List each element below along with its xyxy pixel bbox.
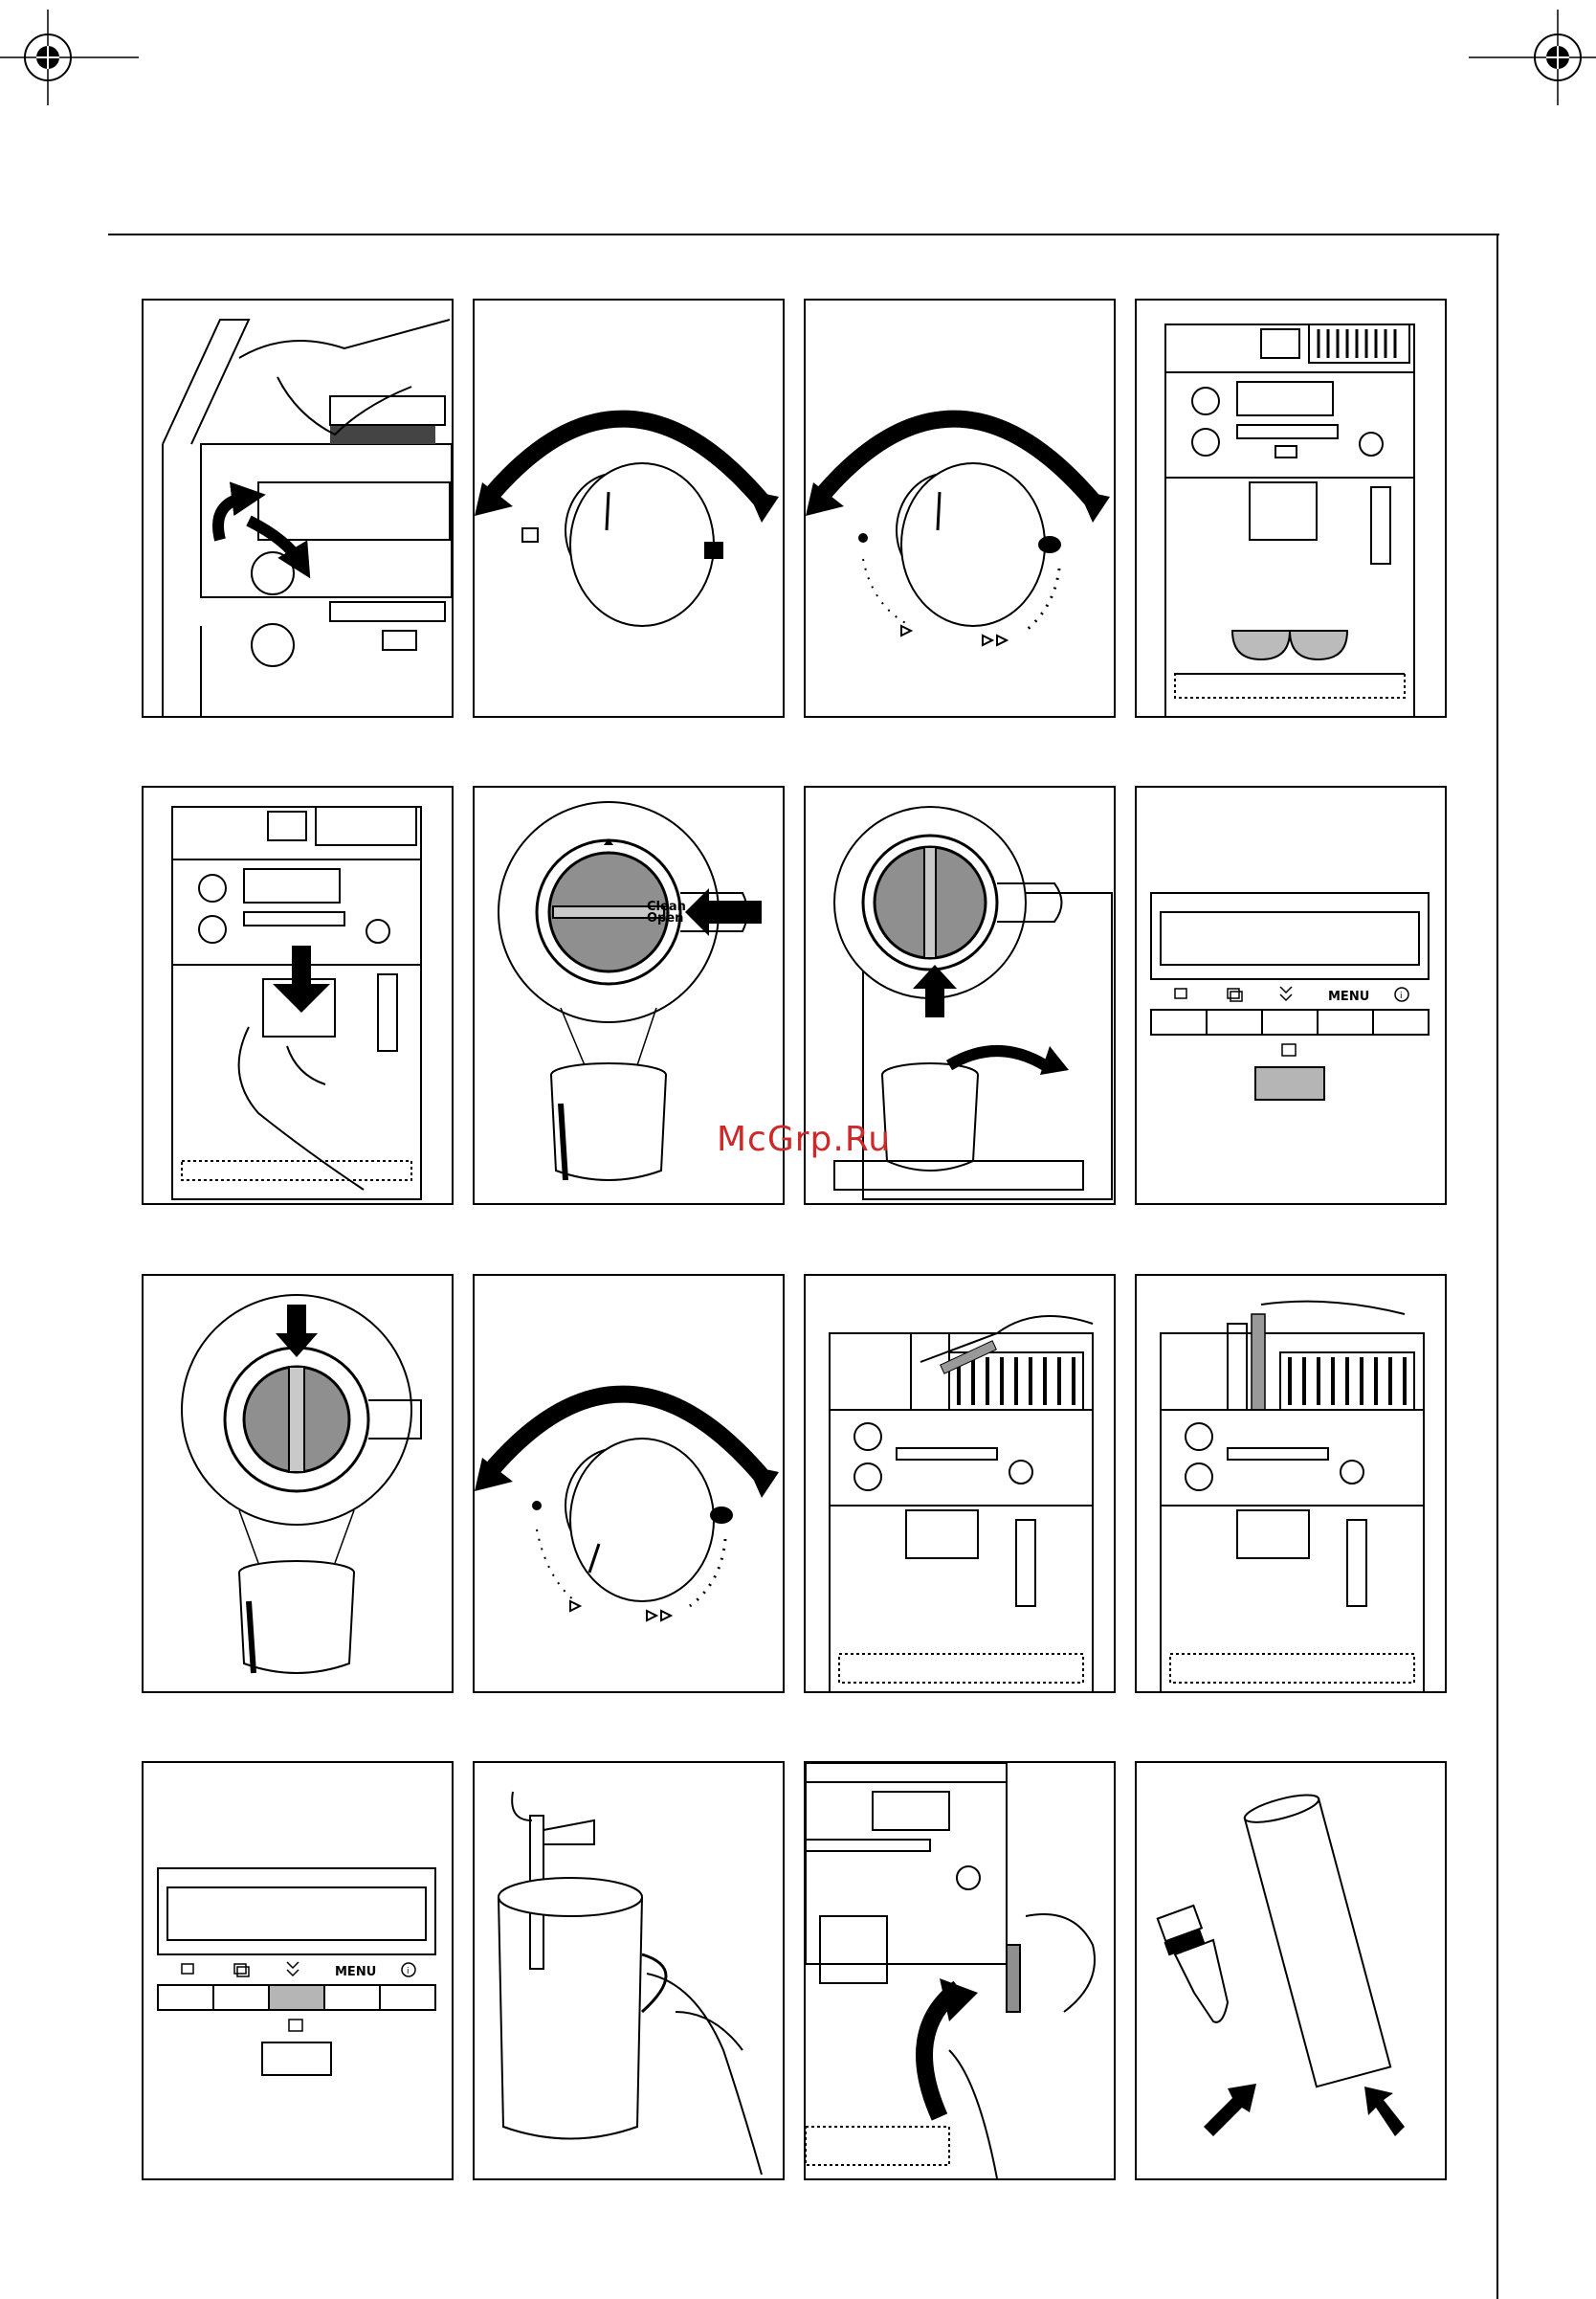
- registration-mark-left: [0, 10, 144, 115]
- illustration-display: MENU i: [1137, 788, 1445, 1203]
- registration-mark-right: [1464, 10, 1596, 115]
- info-symbol-2: i: [407, 1967, 410, 1976]
- illustration-brush-right: [1137, 1276, 1445, 1691]
- illustration-open-lid: [144, 301, 452, 716]
- illustration-froth-milk: [475, 1763, 783, 2178]
- arrow-up-right: [1364, 2087, 1405, 2136]
- menu-label-2: MENU: [335, 1965, 376, 1979]
- panel-display-ground-selected: MENU i: [142, 1761, 454, 2180]
- illustration-grind-dial: [806, 301, 1114, 716]
- watermark-text: McGrp.Ru: [670, 1120, 938, 1159]
- panel-water-dial: [473, 299, 785, 718]
- illustration-lock-ring-close: [144, 1276, 452, 1691]
- ground-coffee-icon: [1280, 987, 1292, 1000]
- panel-lock-ring-close: [142, 1274, 454, 1693]
- panel-clean-brush-left: [804, 1274, 1116, 1693]
- panel-froth-milk: [473, 1761, 785, 2180]
- panel-grind-dial: [804, 299, 1116, 718]
- frame-top-line: [108, 234, 1499, 235]
- coarse-grind-bean-icon: [1038, 536, 1061, 553]
- info-symbol: i: [1400, 992, 1403, 1001]
- single-cup-icon: [1175, 989, 1186, 998]
- illustration-rotate-nozzle: [806, 1763, 1114, 2178]
- illustration-brush-left: [806, 1276, 1114, 1691]
- illustration-nozzle-parts: [1137, 1763, 1445, 2178]
- illustration-water-dial: [475, 301, 783, 716]
- button-row-2[interactable]: [158, 1985, 435, 2010]
- illustration-remove-unit: [144, 788, 452, 1203]
- cup-under-icon: [1282, 1044, 1296, 1056]
- panel-open-bean-lid: [142, 299, 454, 718]
- illustration-grind-dial-fine: [475, 1276, 783, 1691]
- frame-right-line: [1496, 234, 1498, 2299]
- arrow-up-left: [1204, 2084, 1256, 2136]
- menu-label: MENU: [1328, 990, 1369, 1004]
- panel-remove-brew-unit: [142, 786, 454, 1205]
- panel-grind-dial-fine: [473, 1274, 785, 1693]
- small-cup-icon: [522, 528, 538, 542]
- illustration-machine-cups: [1137, 301, 1445, 716]
- illustration-display-ground: MENU i: [144, 1763, 452, 2178]
- panel-clean-brush-right: [1135, 1274, 1447, 1693]
- button-row[interactable]: [1151, 1010, 1429, 1035]
- panel-display: MENU i: [1135, 786, 1447, 1205]
- panel-machine-two-cups: [1135, 299, 1447, 718]
- large-cup-icon: [704, 542, 723, 559]
- double-cup-icon: [1228, 989, 1239, 998]
- nozzle-tip: [1158, 1906, 1228, 2022]
- panel-nozzle-parts: [1135, 1761, 1447, 2180]
- highlighted-key[interactable]: [1255, 1067, 1324, 1100]
- scale-label-open: Open: [647, 911, 683, 926]
- panel-rotate-nozzle: [804, 1761, 1116, 2180]
- fine-grind-bean-icon: [858, 533, 868, 543]
